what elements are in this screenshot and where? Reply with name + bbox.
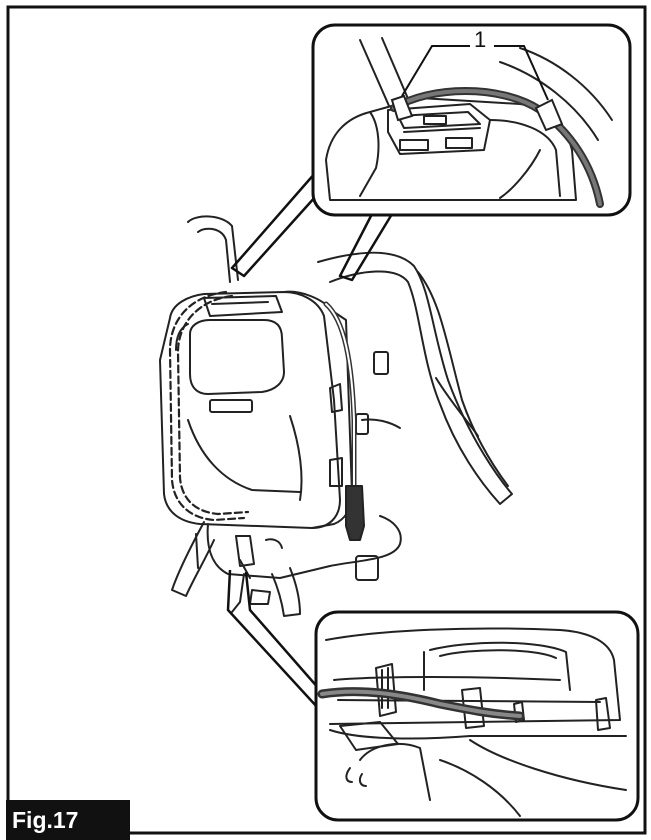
- callout-number-1: 1: [474, 27, 487, 52]
- bottom-detail-callout: [314, 610, 640, 822]
- figure-border: [6, 5, 647, 835]
- figure-label: Fig.17: [6, 800, 130, 840]
- top-detail-callout: [311, 23, 632, 217]
- callout-leader-lines: [226, 171, 394, 709]
- backpack-battery-drawing: [159, 215, 513, 617]
